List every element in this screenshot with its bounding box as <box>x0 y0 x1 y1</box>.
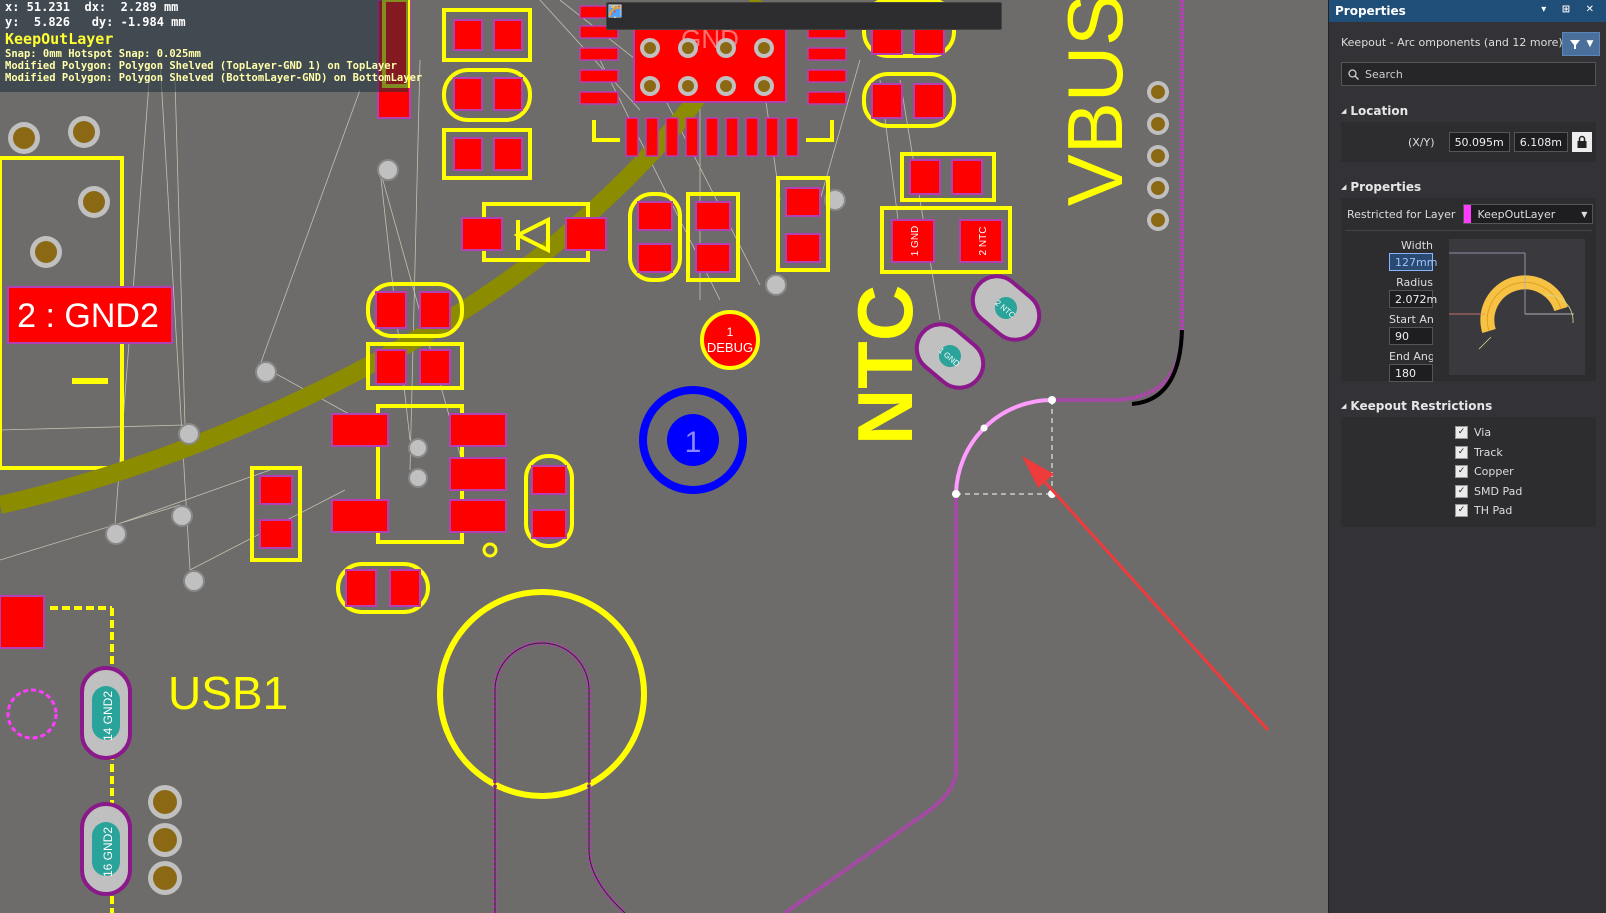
search-placeholder: Search <box>1365 67 1403 81</box>
filter-button[interactable]: ▼ <box>1562 32 1600 56</box>
left-components: 2 : GND2 14 GND2 16 GND2 USB1 <box>0 116 288 913</box>
copper-label: Copper <box>1474 465 1514 479</box>
filter-icon <box>1569 40 1580 49</box>
x-field[interactable]: 50.095m <box>1448 132 1510 152</box>
properties-section-header[interactable]: Properties <box>1329 162 1606 198</box>
gnd2-label: 2 : GND2 <box>17 297 159 335</box>
route-icon[interactable] <box>610 5 665 27</box>
usb1-label: USB1 <box>168 667 288 719</box>
track-checkbox[interactable]: ✓ <box>1455 445 1468 459</box>
arc-properties: Width 127mm Radius 2.072m Start Ang 90 E… <box>1341 231 1596 382</box>
arc-icon[interactable] <box>609 5 1001 27</box>
length-tune-icon[interactable] <box>608 5 833 27</box>
ntc-silk-label: NTC <box>841 285 929 445</box>
hud-msg-1: Modified Polygon: Polygon Shelved (TopLa… <box>5 60 397 72</box>
smd-pad-checkbox[interactable]: ✓ <box>1455 484 1468 498</box>
start-angle-label: Start Ang <box>1389 313 1433 326</box>
panel-window-controls[interactable]: ▾ ⊞ ✕ <box>1541 4 1600 15</box>
layer-select-value: KeepOutLayer <box>1477 207 1556 221</box>
via-checkbox[interactable]: ✓ <box>1455 426 1468 440</box>
location-box: (X/Y) 50.095m 6.108m <box>1341 122 1596 162</box>
properties-box: Restricted for Layer KeepOutLayer ▼ Widt… <box>1341 198 1596 382</box>
radius-field[interactable]: 2.072m <box>1389 290 1437 308</box>
keepout-copper-row[interactable]: ✓ Copper <box>1341 462 1596 482</box>
pcb-board-drawing[interactable]: 2 : GND2 14 GND2 16 GND2 USB1 <box>0 0 1328 913</box>
lock-icon <box>1577 135 1587 148</box>
search-input[interactable]: Search <box>1341 62 1596 86</box>
width-field[interactable]: 127mm <box>1389 253 1437 271</box>
pcb-canvas[interactable]: 2 : GND2 14 GND2 16 GND2 USB1 <box>0 0 1328 913</box>
start-angle-field[interactable]: 90 <box>1389 327 1433 345</box>
keepout-track-row[interactable]: ✓ Track <box>1341 443 1596 463</box>
select-rect-icon[interactable] <box>608 5 721 27</box>
hud-snap: Snap: 0mm Hotspot Snap: 0.025mm <box>5 48 201 60</box>
object-filter-row: Keepout - Arc omponents (and 12 more) ▼ <box>1329 22 1606 62</box>
radius-label: Radius <box>1396 276 1433 289</box>
track-label: Track <box>1474 445 1503 459</box>
arc-preview-icon <box>1389 252 1574 350</box>
chevron-down-icon: ▼ <box>1581 209 1588 219</box>
properties-panel: Properties ▾ ⊞ ✕ Keepout - Arc omponents… <box>1328 0 1606 913</box>
panel-title-bar: Properties ▾ ⊞ ✕ <box>1329 0 1606 22</box>
coordinate-hud: x: 51.231 dx: 2.289 mm y: 5.826 dy: -1.9… <box>0 0 423 92</box>
hud-x-line: x: 51.231 dx: 2.289 mm <box>5 0 179 14</box>
blue-pad-label: 1 <box>685 426 702 459</box>
th-pad-checkbox[interactable]: ✓ <box>1455 504 1468 518</box>
active-bar-toolbar: A <box>606 2 1002 30</box>
copper-checkbox[interactable]: ✓ <box>1455 465 1468 479</box>
y-field[interactable]: 6.108m <box>1513 132 1568 152</box>
keepout-section-header[interactable]: Keepout Restrictions <box>1329 381 1606 417</box>
hud-layer: KeepOutLayer <box>5 30 114 48</box>
location-section-header[interactable]: Location <box>1329 86 1606 122</box>
chevron-down-icon: ▼ <box>1586 39 1594 49</box>
center-components: GND <box>105 0 1139 913</box>
hud-msg-2: Modified Polygon: Polygon Shelved (Botto… <box>5 72 423 84</box>
text-icon[interactable]: A <box>609 3 973 27</box>
hud-y-line: y: 5.826 dy: -1.984 mm <box>5 15 186 29</box>
keepout-outline <box>783 0 1184 913</box>
panel-title: Properties <box>1335 4 1406 18</box>
chart-icon[interactable] <box>608 5 749 27</box>
keepout-th-row[interactable]: ✓ TH Pad <box>1341 501 1596 521</box>
olive-trace <box>0 0 768 514</box>
pad14-label: 14 GND2 <box>101 691 115 741</box>
vbus-silk-label: VBUS <box>1051 0 1139 206</box>
annotation-arrow <box>1022 456 1270 732</box>
pad1-label: 1 GND <box>910 226 921 257</box>
debug-pad-number: 1 <box>727 325 734 339</box>
arc-diagram <box>1389 239 1585 375</box>
th-pad-label: TH Pad <box>1474 504 1513 518</box>
layer-color-swatch <box>1464 205 1472 223</box>
pad2-label: 2 NTC <box>978 227 989 256</box>
restricted-layer-label: Restricted for Layer <box>1347 207 1456 221</box>
component-icon[interactable] <box>609 5 777 27</box>
vbus-vias <box>1147 81 1169 231</box>
selection-summary: Keepout - Arc omponents (and 12 more) <box>1341 35 1563 49</box>
layer-select[interactable]: KeepOutLayer ▼ <box>1463 204 1594 224</box>
interactive-route-icon[interactable] <box>608 5 805 27</box>
keepout-box: ✓ Via ✓ Track ✓ Copper ✓ SMD Pad ✓ TH Pad <box>1341 417 1596 527</box>
end-angle-label: End Ang <box>1389 350 1433 363</box>
lock-button[interactable] <box>1572 132 1592 152</box>
keepout-smd-row[interactable]: ✓ SMD Pad <box>1341 482 1596 502</box>
track-icon[interactable] <box>608 4 917 27</box>
pad16-label: 16 GND2 <box>101 827 115 877</box>
width-label: Width <box>1401 239 1433 252</box>
end-angle-field[interactable]: 180 <box>1389 364 1433 382</box>
cross-icon[interactable] <box>609 5 693 27</box>
pin-icon[interactable] <box>611 5 861 27</box>
debug-pad-label: DEBUG <box>707 340 753 355</box>
keepout-via-row[interactable]: ✓ Via <box>1341 423 1596 443</box>
polygon-icon[interactable] <box>609 5 889 27</box>
dimension-icon[interactable] <box>609 5 945 27</box>
via-label: Via <box>1474 426 1492 440</box>
xy-label: (X/Y) <box>1408 135 1435 149</box>
search-icon <box>1348 68 1359 80</box>
smd-pad-label: SMD Pad <box>1474 484 1523 498</box>
